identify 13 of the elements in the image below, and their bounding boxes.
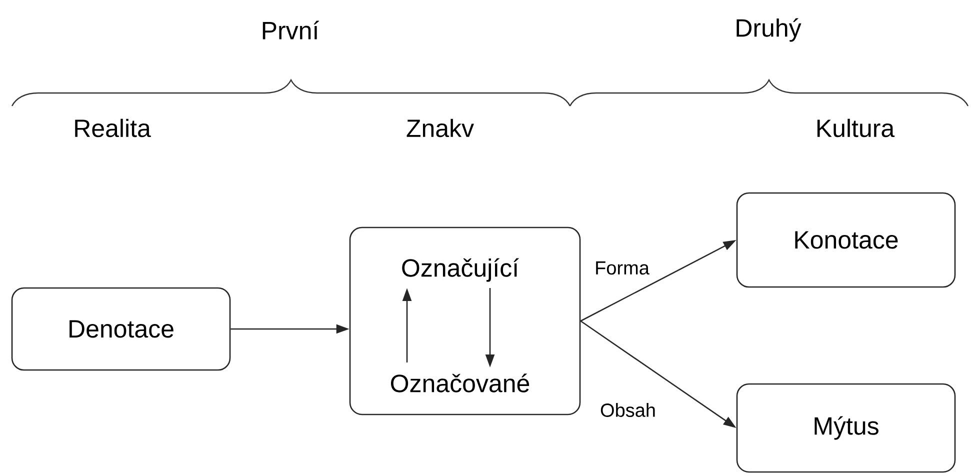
process-box: Mýtus [736, 383, 956, 473]
process-box [349, 226, 581, 416]
label: Znakv [406, 118, 474, 138]
edge-label: Forma [596, 261, 650, 275]
edge-label: Obsah [600, 403, 655, 417]
label: Kultura [817, 118, 895, 138]
process-box: Konotace [736, 192, 956, 288]
box-text: Označované [391, 374, 530, 392]
process-box: Denotace [11, 287, 231, 371]
label: Druhý [736, 18, 802, 42]
label: První [262, 20, 320, 40]
label: Realita [75, 118, 151, 138]
box-text: Označující [402, 258, 519, 282]
